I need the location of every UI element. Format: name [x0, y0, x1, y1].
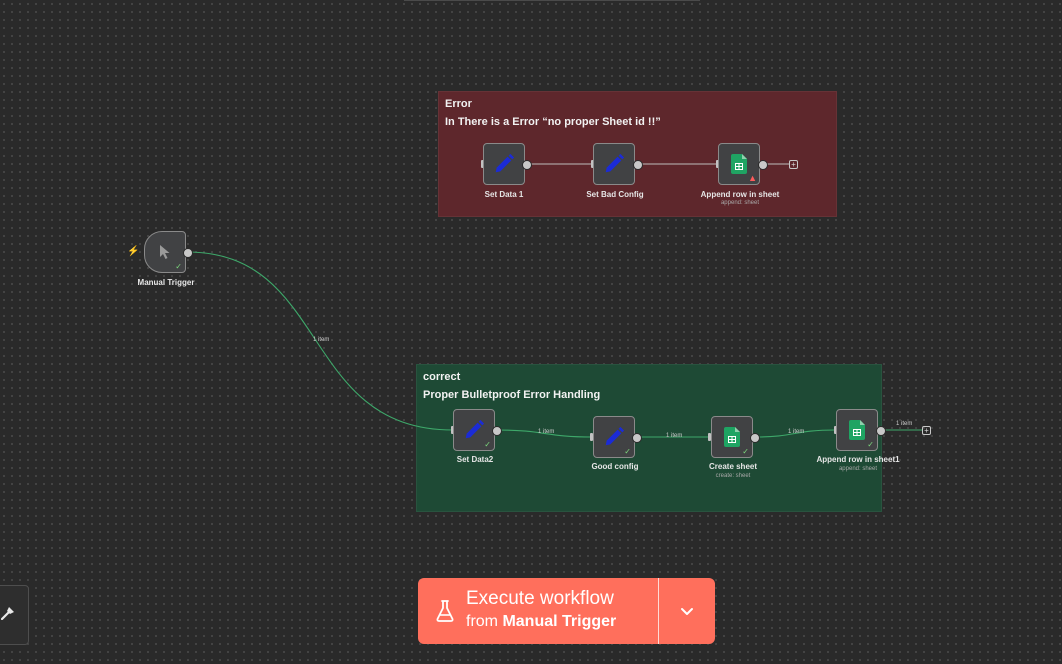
execute-workflow-button[interactable]: Execute workflow from Manual Trigger [418, 578, 659, 644]
execute-workflow-split-button: Execute workflow from Manual Trigger [418, 578, 715, 644]
input-handle[interactable] [716, 160, 719, 168]
success-check-icon: ✓ [624, 447, 631, 456]
node-label: Good config [591, 462, 639, 471]
flask-icon [436, 600, 454, 622]
success-check-icon: ✓ [867, 440, 874, 449]
output-handle[interactable] [183, 248, 193, 258]
input-handle[interactable] [591, 160, 594, 168]
execute-title: Execute workflow [466, 588, 614, 609]
output-handle[interactable] [876, 426, 886, 436]
edge-item-count: 1 item [538, 429, 555, 435]
success-check-icon: ✓ [742, 447, 749, 456]
node-set-data2[interactable]: ✓ [453, 409, 495, 451]
pencil-icon [605, 153, 625, 173]
node-label: Set Bad Config [586, 190, 644, 199]
canvas-top-divider [404, 0, 700, 1]
execute-from-label: from [466, 613, 498, 630]
sticky-subtitle: Proper Bulletproof Error Handling [423, 389, 601, 401]
execute-from-node: Manual Trigger [502, 613, 617, 630]
node-label: Set Data2 [456, 455, 494, 464]
node-label: Create sheet [708, 462, 758, 471]
output-handle[interactable] [492, 426, 502, 436]
input-handle[interactable] [481, 160, 484, 168]
chevron-down-icon [681, 607, 693, 615]
success-check-icon: ✓ [484, 440, 491, 449]
cursor-icon [160, 245, 170, 259]
node-append-row-in-sheet1[interactable]: ✓ [836, 409, 878, 451]
pencil-icon [495, 153, 515, 173]
node-label: Append row in sheet1 [816, 455, 900, 464]
pencil-icon [605, 426, 625, 446]
node-label: Manual Trigger [137, 278, 195, 287]
node-append-row-in-sheet[interactable]: ▲ [718, 143, 760, 185]
output-handle[interactable] [758, 160, 768, 170]
canvas-tool-button[interactable] [0, 585, 29, 645]
edge-item-count: 1 item [313, 337, 330, 343]
edge-item-count: 1 item [788, 429, 805, 435]
google-sheets-icon [724, 427, 740, 447]
input-handle[interactable] [451, 426, 454, 434]
node-manual-trigger[interactable]: ✓ [144, 231, 186, 273]
sticky-title: correct [423, 371, 461, 383]
success-check-icon: ✓ [175, 262, 182, 271]
input-handle[interactable] [708, 433, 711, 441]
edge-item-count: 1 item [896, 421, 913, 427]
input-handle[interactable] [834, 426, 837, 434]
wand-icon [1, 607, 14, 620]
node-create-sheet[interactable]: ✓ [711, 416, 753, 458]
output-handle[interactable] [522, 160, 532, 170]
sticky-subtitle: In There is a Error “no proper Sheet id … [445, 116, 661, 128]
output-handle[interactable] [750, 433, 760, 443]
google-sheets-icon [849, 420, 865, 440]
output-handle[interactable] [633, 160, 643, 170]
node-label: Append row in sheet [700, 190, 780, 199]
node-label: Set Data 1 [484, 190, 524, 199]
node-set-data-1[interactable] [483, 143, 525, 185]
add-node-plus-icon[interactable]: + [789, 160, 798, 169]
execute-from-line: from Manual Trigger [466, 613, 616, 631]
node-good-config[interactable]: ✓ [593, 416, 635, 458]
execute-options-dropdown[interactable] [659, 578, 715, 644]
pencil-icon [465, 419, 485, 439]
edge-item-count: 1 item [666, 433, 683, 439]
node-subtitle: append: sheet [720, 200, 760, 206]
warning-icon[interactable]: ▲ [748, 173, 757, 183]
node-subtitle: append: sheet [838, 466, 878, 472]
node-set-bad-config[interactable] [593, 143, 635, 185]
node-subtitle: create: sheet [715, 473, 751, 479]
google-sheets-icon [731, 154, 747, 174]
add-node-plus-icon[interactable]: + [922, 426, 931, 435]
output-handle[interactable] [632, 433, 642, 443]
input-handle[interactable] [590, 433, 593, 441]
trigger-bolt-icon: ⚡ [127, 246, 140, 257]
sticky-title: Error [445, 98, 472, 110]
